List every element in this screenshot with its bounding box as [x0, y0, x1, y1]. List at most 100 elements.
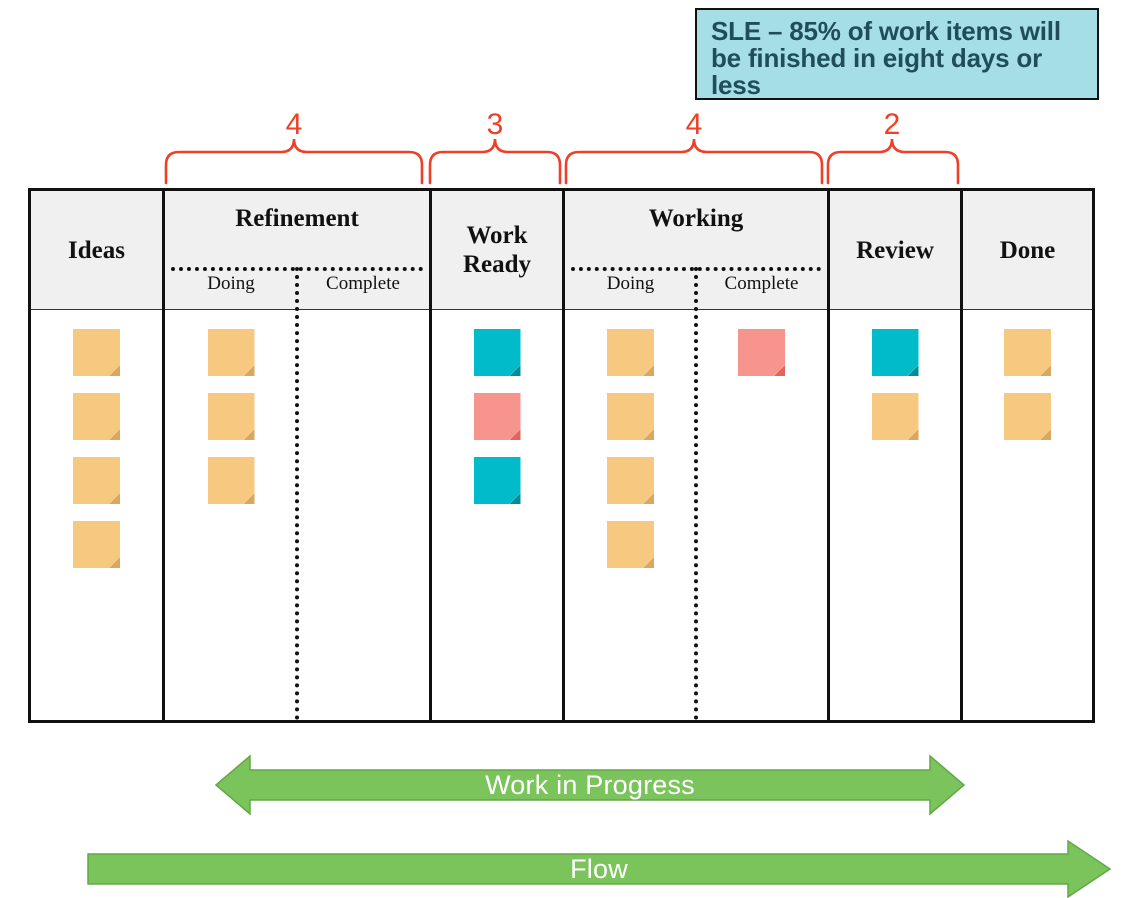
flow-arrow-shape	[87, 839, 1112, 898]
sticky-note-face	[1004, 329, 1051, 376]
sub-column-label: Doing	[606, 273, 655, 294]
column-header: Done	[963, 191, 1092, 310]
sticky-note-card[interactable]	[73, 329, 120, 376]
sticky-note-fold-corner-icon	[109, 429, 120, 440]
work-in-progress-arrow-shape	[214, 754, 966, 816]
sticky-note-card[interactable]	[73, 393, 120, 440]
column-title: Ideas	[68, 236, 125, 264]
sticky-note-face	[607, 329, 654, 376]
card-lane	[165, 310, 297, 720]
sub-column-label: Doing	[207, 273, 255, 294]
sticky-note-card[interactable]	[207, 329, 255, 376]
column-title: Refinement	[235, 205, 359, 232]
sticky-note-face	[871, 329, 919, 376]
sub-column-label: Complete	[326, 273, 400, 294]
column-header: Ideas	[31, 191, 162, 310]
wip-limit-brace	[428, 138, 562, 185]
sticky-note-face	[738, 329, 785, 376]
wip-limit-brace	[826, 138, 960, 185]
card-lane	[830, 310, 960, 720]
sticky-note-fold-corner-icon	[109, 493, 120, 504]
card-lane	[565, 310, 696, 720]
column-title: Work Ready	[462, 222, 532, 278]
sticky-note-fold-corner-icon	[643, 493, 654, 504]
column-body	[165, 310, 429, 720]
column-body	[963, 310, 1092, 720]
sub-column-labels: Doing Complete	[165, 273, 429, 295]
card-stack	[31, 329, 162, 568]
sticky-note-card[interactable]	[1004, 329, 1051, 376]
sticky-note-face	[473, 329, 521, 376]
sticky-note-card[interactable]	[607, 329, 654, 376]
column-title: Working	[648, 205, 744, 232]
wip-limit-brace	[164, 138, 424, 185]
sticky-note-fold-corner-icon	[643, 365, 654, 376]
sticky-note-card[interactable]	[607, 393, 654, 440]
wip-limit-number: 4	[285, 108, 303, 141]
sticky-note-face	[73, 393, 120, 440]
sub-column-divider	[295, 267, 299, 720]
column-header: Work Ready	[432, 191, 562, 310]
wip-limit-number: 4	[685, 108, 703, 141]
sle-callout-box: SLE – 85% of work items will be finished…	[695, 8, 1099, 100]
sticky-note-card[interactable]	[607, 521, 654, 568]
sticky-note-card[interactable]	[473, 457, 521, 504]
sticky-note-card[interactable]	[607, 457, 654, 504]
sticky-note-fold-corner-icon	[643, 557, 654, 568]
card-lane	[432, 310, 562, 720]
sticky-note-fold-corner-icon	[774, 365, 785, 376]
sticky-note-fold-corner-icon	[509, 365, 521, 376]
card-lane	[963, 310, 1092, 720]
column-body	[31, 310, 162, 720]
board-column-done: Done	[963, 191, 1092, 720]
sticky-note-card[interactable]	[73, 521, 120, 568]
sticky-note-card[interactable]	[871, 329, 919, 376]
wip-limit-number: 3	[486, 108, 504, 141]
column-title: Done	[999, 236, 1056, 264]
wip-limit-brace	[564, 138, 824, 185]
sticky-note-face	[207, 457, 255, 504]
sticky-note-face	[871, 393, 919, 440]
sticky-note-card[interactable]	[473, 393, 521, 440]
sticky-note-card[interactable]	[207, 457, 255, 504]
sticky-note-fold-corner-icon	[243, 493, 255, 504]
column-body	[830, 310, 960, 720]
sticky-note-card[interactable]	[871, 393, 919, 440]
column-body	[432, 310, 562, 720]
card-lane	[297, 310, 429, 720]
sticky-note-face	[73, 329, 120, 376]
card-lane	[31, 310, 162, 720]
work-in-progress-arrow: Work in Progress	[214, 754, 966, 816]
sticky-note-fold-corner-icon	[907, 365, 919, 376]
sticky-note-card[interactable]	[473, 329, 521, 376]
sticky-note-fold-corner-icon	[509, 429, 521, 440]
card-stack	[565, 329, 696, 568]
board-column-review: Review	[830, 191, 963, 720]
flow-arrow: Flow	[87, 839, 1112, 898]
card-stack	[165, 329, 297, 504]
sticky-note-face	[73, 521, 120, 568]
sticky-note-face	[607, 521, 654, 568]
card-stack	[830, 329, 960, 440]
sub-column-divider	[694, 267, 698, 720]
sticky-note-card[interactable]	[207, 393, 255, 440]
sticky-note-fold-corner-icon	[1040, 365, 1051, 376]
sticky-note-fold-corner-icon	[1040, 429, 1051, 440]
work-in-progress-arrow-label: Work in Progress	[485, 769, 695, 800]
sticky-note-fold-corner-icon	[643, 429, 654, 440]
sticky-note-face	[73, 457, 120, 504]
sticky-note-card[interactable]	[73, 457, 120, 504]
sticky-note-face	[207, 329, 255, 376]
sticky-note-face	[473, 393, 521, 440]
sticky-note-fold-corner-icon	[509, 493, 521, 504]
sticky-note-fold-corner-icon	[243, 365, 255, 376]
sticky-note-fold-corner-icon	[109, 557, 120, 568]
sticky-note-card[interactable]	[738, 329, 785, 376]
sticky-note-fold-corner-icon	[243, 429, 255, 440]
sticky-note-card[interactable]	[1004, 393, 1051, 440]
sticky-note-face	[607, 457, 654, 504]
